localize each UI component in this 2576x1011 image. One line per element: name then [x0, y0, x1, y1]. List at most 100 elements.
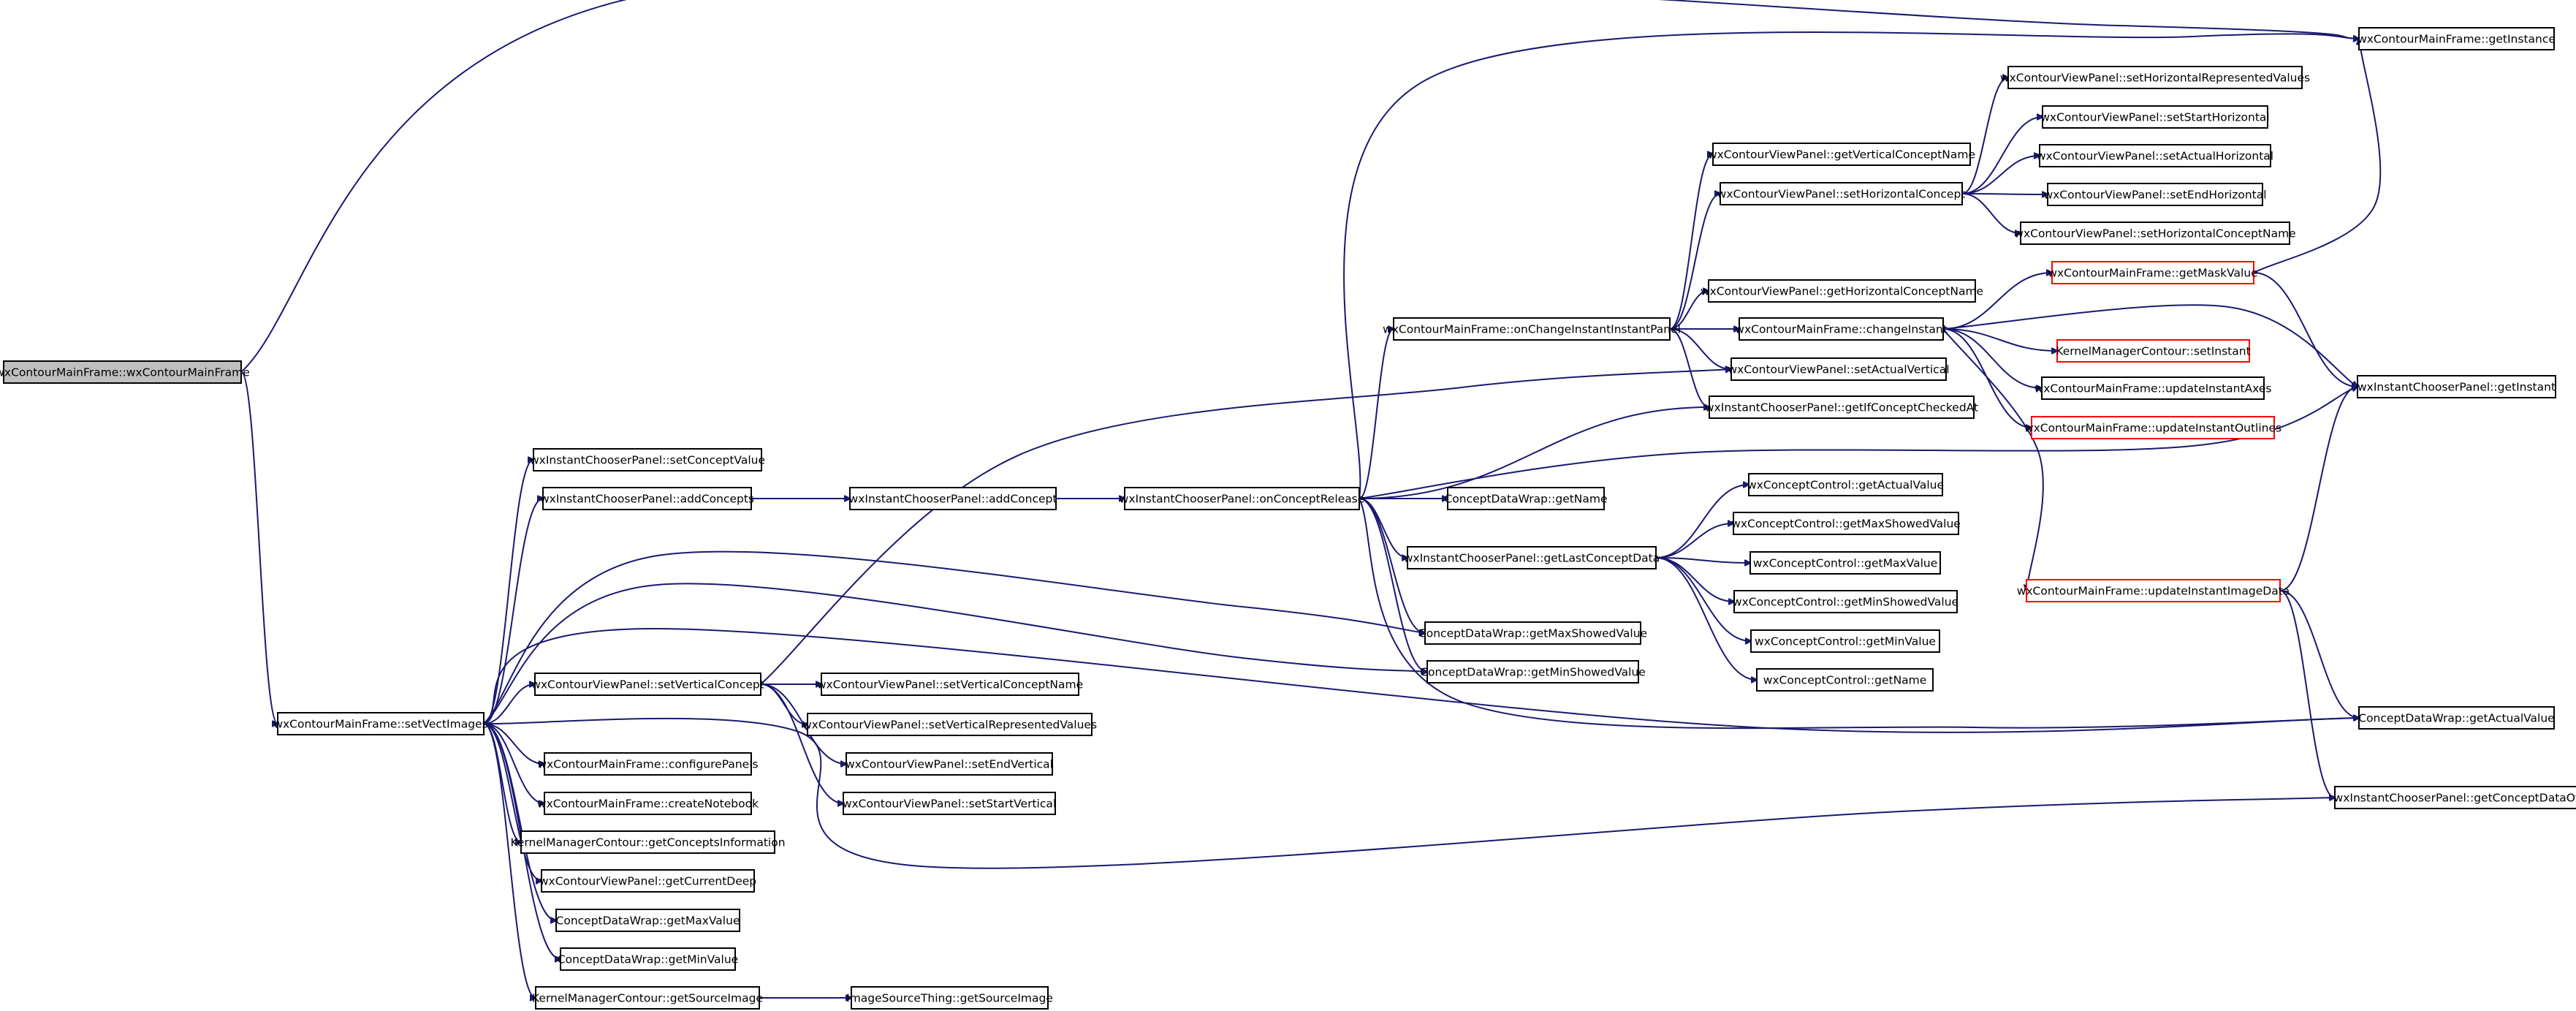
node-getConceptDataOf[interactable]: wxInstantChooserPanel::getConceptDataOf [2334, 786, 2576, 809]
node-box[interactable] [2020, 221, 2290, 245]
node-box[interactable] [544, 792, 752, 815]
node-box[interactable] [535, 986, 760, 1010]
node-box[interactable] [520, 830, 775, 854]
node-box[interactable] [851, 986, 1049, 1010]
node-onChangeInstant[interactable]: wxContourMainFrame::onChangeInstantInsta… [1383, 317, 1681, 341]
node-box[interactable] [846, 752, 1053, 776]
node-box[interactable] [849, 487, 1057, 510]
node-cdw_getMinValue[interactable]: ConceptDataWrap::getMinValue [558, 947, 738, 971]
node-box[interactable] [1712, 143, 1971, 166]
node-cc_getActualValue[interactable]: wxConceptControl::getActualValue [1747, 473, 1944, 496]
node-box[interactable] [2056, 339, 2250, 363]
node-getCurrentDeep[interactable]: wxContourViewPanel::getCurrentDeep [539, 869, 756, 893]
node-addConcept[interactable]: wxInstantChooserPanel::addConcept [849, 487, 1057, 510]
node-setVerticalConcept[interactable]: wxContourViewPanel::setVerticalConcept [531, 673, 764, 696]
node-box[interactable] [2031, 416, 2275, 439]
node-box[interactable] [1124, 487, 1360, 510]
node-box[interactable] [555, 909, 740, 932]
node-cc_getName[interactable]: wxConceptControl::getName [1756, 668, 1934, 692]
node-setStartHorizontal[interactable]: wxContourViewPanel::setStartHorizontal [2040, 105, 2270, 129]
node-box[interactable] [1708, 279, 1976, 303]
node-ist_getSourceImage[interactable]: ImageSourceThing::getSourceImage [846, 986, 1053, 1010]
node-addConcepts[interactable]: wxInstantChooserPanel::addConcepts [540, 487, 754, 510]
node-box[interactable] [1739, 317, 1944, 341]
node-setActualVertical[interactable]: wxContourViewPanel::setActualVertical [1728, 357, 1950, 381]
node-box[interactable] [3, 360, 242, 384]
node-changeInstant[interactable]: wxContourMainFrame::changeInstant [1735, 317, 1948, 341]
node-cdw_getActualValue[interactable]: ConceptDataWrap::getActualValue [2358, 706, 2555, 730]
node-getHorizontalConceptName[interactable]: wxContourViewPanel::getHorizontalConcept… [1701, 279, 1983, 303]
node-setStartVertical[interactable]: wxContourViewPanel::setStartVertical [843, 792, 1056, 815]
node-box[interactable] [533, 448, 762, 472]
node-cc_getMaxShowedValue[interactable]: wxConceptControl::getMaxShowedValue [1731, 512, 1961, 535]
node-box[interactable] [1748, 473, 1943, 496]
node-setEndVertical[interactable]: wxContourViewPanel::setEndVertical [846, 752, 1053, 776]
node-cc_getMinValue[interactable]: wxConceptControl::getMinValue [1750, 629, 1940, 653]
node-root[interactable]: wxContourMainFrame::wxContourMainFrame [0, 360, 250, 384]
node-getInstant[interactable]: wxInstantChooserPanel::getInstant [2357, 375, 2556, 398]
node-box[interactable] [2026, 579, 2281, 602]
node-setHorizontalConceptName[interactable]: wxContourViewPanel::setHorizontalConcept… [2014, 221, 2296, 245]
node-box[interactable] [1720, 182, 1963, 205]
node-box[interactable] [541, 869, 755, 893]
node-onConceptRelease[interactable]: wxInstantChooserPanel::onConceptRelease [1120, 487, 1365, 510]
node-box[interactable] [2042, 105, 2268, 129]
node-cc_getMinShowedValue[interactable]: wxConceptControl::getMinShowedValue [1733, 590, 1958, 613]
node-setVerticalRepresentedValues[interactable]: wxContourViewPanel::setVerticalRepresent… [802, 713, 1097, 736]
node-box[interactable] [2007, 66, 2303, 89]
node-box[interactable] [807, 713, 1093, 736]
node-box[interactable] [843, 792, 1056, 815]
node-box[interactable] [542, 487, 752, 510]
node-box[interactable] [544, 752, 752, 776]
node-box[interactable] [2039, 144, 2271, 167]
node-cdw_getMaxValue[interactable]: ConceptDataWrap::getMaxValue [555, 909, 740, 932]
node-box[interactable] [2358, 706, 2555, 730]
node-box[interactable] [1750, 629, 1940, 653]
node-box[interactable] [1756, 668, 1934, 692]
node-box[interactable] [1733, 590, 1958, 613]
node-box[interactable] [1407, 546, 1657, 569]
node-setEndHorizontal[interactable]: wxContourViewPanel::setEndHorizontal [2043, 183, 2267, 206]
node-box[interactable] [560, 947, 736, 971]
node-box[interactable] [1730, 357, 1947, 381]
node-getLastConceptData[interactable]: wxInstantChooserPanel::getLastConceptDat… [1404, 546, 1660, 569]
node-getVerticalConceptName[interactable]: wxContourViewPanel::getVerticalConceptNa… [1708, 143, 1975, 166]
node-box[interactable] [1426, 660, 1639, 684]
node-box[interactable] [821, 673, 1079, 696]
node-box[interactable] [1749, 551, 1941, 575]
node-setHorizontalRepresentedValues[interactable]: wxContourViewPanel::setHorizontalReprese… [2000, 66, 2310, 89]
node-setVectImages[interactable]: wxContourMainFrame::setVectImages [273, 712, 488, 735]
node-getSourceImage[interactable]: KernelManagerContour::getSourceImage [532, 986, 763, 1010]
node-getMaskValue[interactable]: wxContourMainFrame::getMaskValue [2048, 261, 2258, 284]
node-box[interactable] [2334, 786, 2576, 809]
node-setHorizontalConcept[interactable]: wxContourViewPanel::setHorizontalConcept [1717, 182, 1966, 205]
node-box[interactable] [2357, 375, 2556, 398]
node-box[interactable] [1709, 395, 1975, 419]
node-getConceptsInformation[interactable]: KernelManagerContour::getConceptsInforma… [510, 830, 786, 854]
node-getIfConceptCheckedAt[interactable]: wxInstantChooserPanel::getIfConceptCheck… [1705, 395, 1978, 419]
node-box[interactable] [2051, 261, 2254, 284]
node-cc_getMaxValue[interactable]: wxConceptControl::getMaxValue [1749, 551, 1941, 575]
node-setVerticalConceptName[interactable]: wxContourViewPanel::setVerticalConceptNa… [817, 673, 1083, 696]
node-box[interactable] [1447, 487, 1605, 510]
node-cdw_getMaxShowedValue[interactable]: ConceptDataWrap::getMaxShowedValue [1418, 621, 1647, 645]
node-box[interactable] [1424, 621, 1641, 645]
node-configurePanels[interactable]: wxContourMainFrame::configurePanels [537, 752, 759, 776]
node-box[interactable] [1393, 317, 1671, 341]
node-updateInstantOutlines[interactable]: wxContourMainFrame::updateInstantOutline… [2024, 416, 2281, 439]
node-getInstance[interactable]: wxContourMainFrame::getInstance [2357, 27, 2556, 50]
node-updateInstantAxes[interactable]: wxContourMainFrame::updateInstantAxes [2034, 376, 2272, 400]
node-updateInstantImageData[interactable]: wxContourMainFrame::updateInstantImageDa… [2017, 579, 2290, 602]
node-box[interactable] [534, 673, 761, 696]
node-setInstant[interactable]: KernelManagerContour::setInstant [2056, 339, 2251, 363]
node-box[interactable] [277, 712, 485, 735]
node-createNotebook[interactable]: wxContourMainFrame::createNotebook [537, 792, 759, 815]
node-box[interactable] [2041, 376, 2265, 400]
node-box[interactable] [1733, 512, 1959, 535]
node-getName[interactable]: ConceptDataWrap::getName [1444, 487, 1608, 510]
node-box[interactable] [2047, 183, 2263, 206]
node-box[interactable] [2358, 27, 2555, 50]
node-setActualHorizontal[interactable]: wxContourViewPanel::setActualHorizontal [2037, 144, 2273, 167]
node-cdw_getMinShowedValue[interactable]: ConceptDataWrap::getMinShowedValue [1420, 660, 1646, 684]
node-setConceptValue[interactable]: wxInstantChooserPanel::setConceptValue [530, 448, 765, 472]
